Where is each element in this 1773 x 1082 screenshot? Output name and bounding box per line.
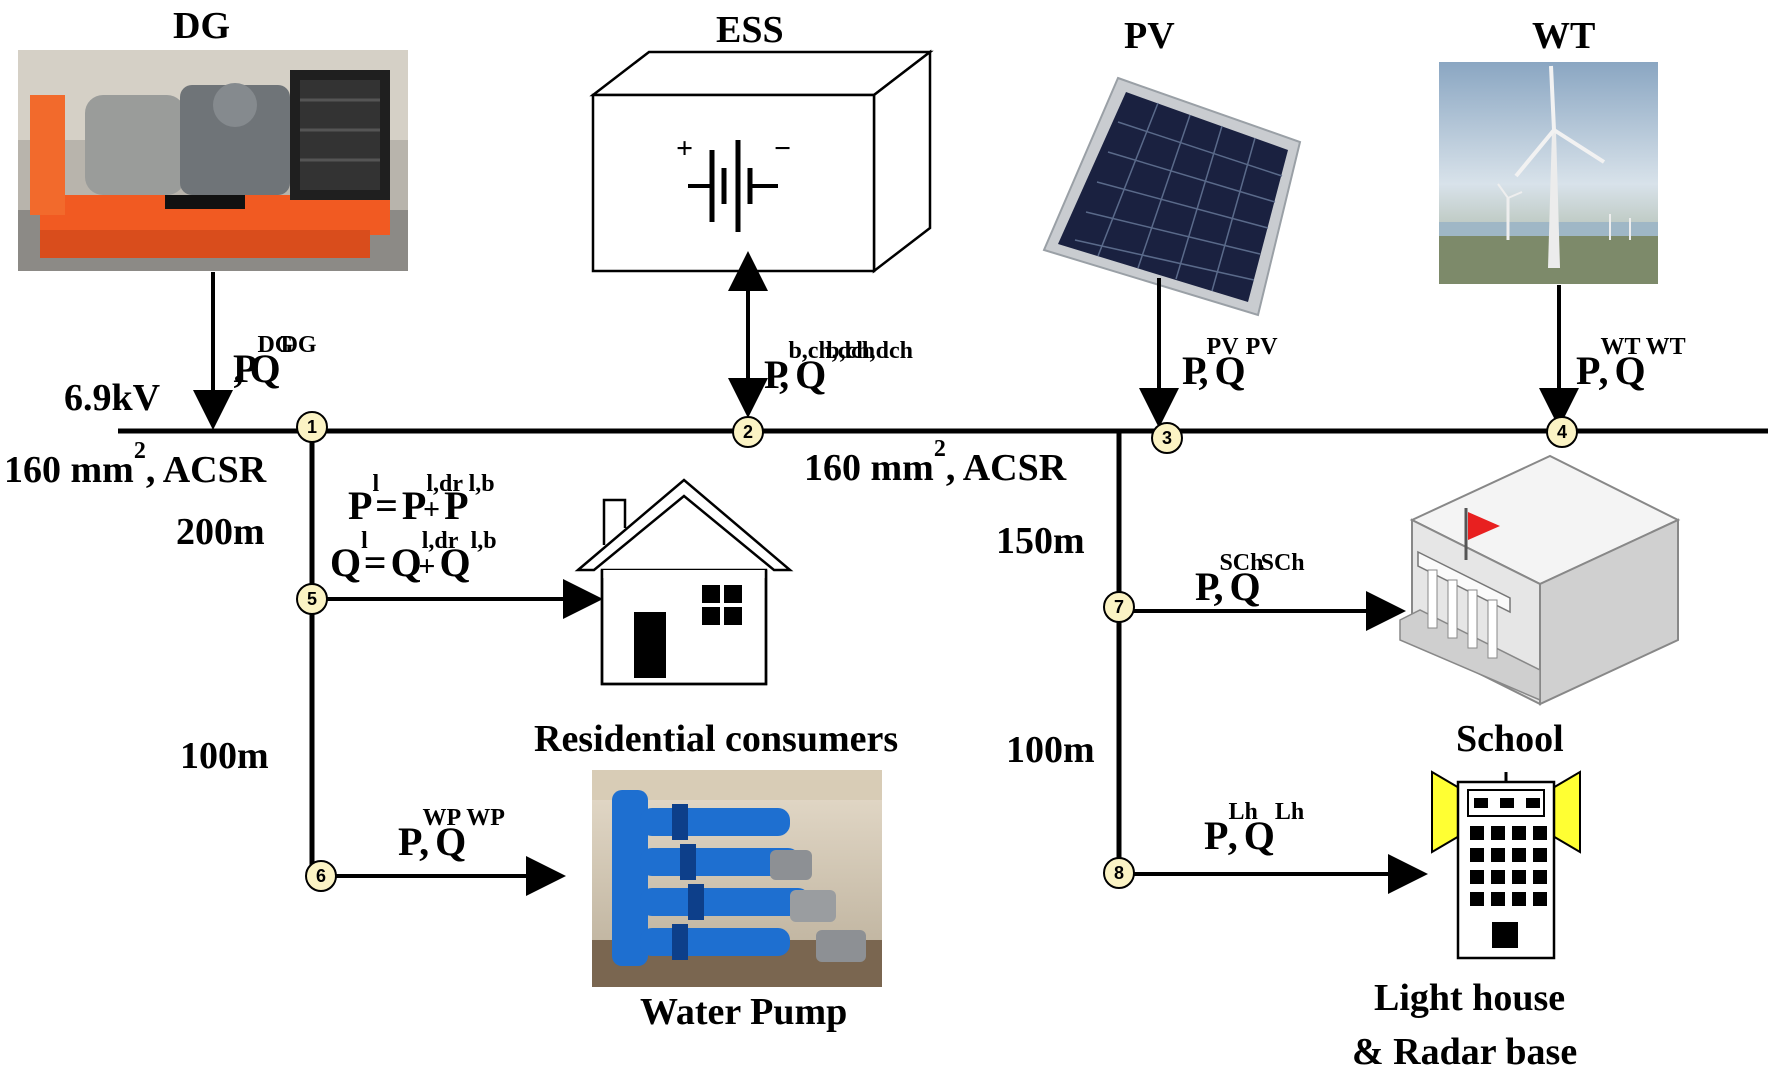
node-8: 8 [1103,857,1135,889]
ess-box [589,49,934,274]
node-4: 4 [1546,416,1578,448]
svg-text:5: 5 [307,589,317,609]
node-2: 2 [732,416,764,448]
residential-reactive-equation: Ql=Ql,dr+Ql,b [330,528,497,585]
bus-voltage-label: 6.9kV [64,377,161,419]
wind-turbine-image [1439,62,1658,284]
node-6: 6 [305,860,337,892]
pv-power-label: PPV,QPV [1182,334,1278,393]
school-power-label: PSCh,QSCh [1195,550,1305,609]
svg-text:+: + [676,132,693,165]
distance-3-7: 150m [996,520,1085,562]
distance-1-5: 200m [176,511,265,553]
water-pump-label: Water Pump [640,991,847,1033]
solar-panel-image [1042,76,1302,317]
node-7: 7 [1103,591,1135,623]
battery-icon: + − [676,132,791,232]
svg-text:2: 2 [743,422,753,442]
svg-text:−: − [774,132,791,165]
residential-power-equation: Pl=Pl,dr+Pl,b [348,471,495,528]
node-3: 3 [1151,422,1183,454]
distance-5-6: 100m [180,735,269,777]
dg-label: DG [173,5,230,47]
lighthouse-power-label: PLh,QLh [1204,799,1304,858]
svg-text:6: 6 [316,866,326,886]
dg-power-label: PDG,QDG [233,332,317,391]
residential-label: Residential consumers [534,718,898,760]
ess-label: ESS [716,9,784,51]
cable-right-label: 160 mm2, ACSR [804,436,1067,489]
school-building-icon [1399,454,1681,706]
school-label: School [1456,718,1564,760]
svg-text:1: 1 [307,417,317,437]
wt-power-label: PWT,QWT [1576,334,1686,393]
svg-text:3: 3 [1162,428,1172,448]
water-pump-power-label: PWP,QWP [398,805,505,864]
distance-7-8: 100m [1006,729,1095,771]
svg-text:8: 8 [1114,863,1124,883]
pv-label: PV [1124,15,1175,57]
node-1: 1 [296,411,328,443]
node-5: 5 [296,583,328,615]
cable-left-label: 160 mm2, ACSR [4,438,267,491]
svg-text:7: 7 [1114,597,1124,617]
lighthouse-label-line1: Light house [1374,977,1565,1019]
ess-power-label: Pb,ch,dch,Qb,ch,dch [764,338,913,397]
lighthouse-icon [1431,770,1581,960]
house-icon [574,478,794,686]
lighthouse-label-line2: & Radar base [1352,1031,1577,1073]
water-pump-image [592,770,882,987]
svg-text:4: 4 [1557,422,1567,442]
dg-generator-image [18,50,408,271]
wt-label: WT [1532,15,1595,57]
